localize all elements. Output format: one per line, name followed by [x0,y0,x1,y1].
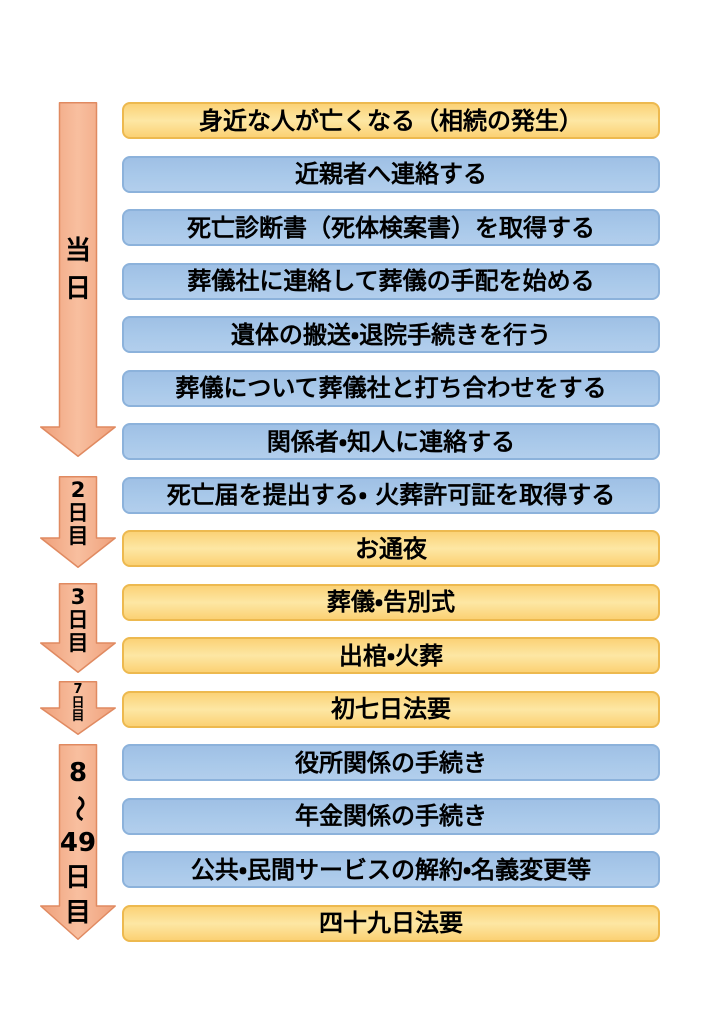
arrow-label-line: 日 [64,863,91,893]
arrow-label-line: 7 [73,682,83,697]
arrow-label-line: 目 [71,709,85,724]
step-bar-3: 死亡診断書（死体検案書）を取得する [122,209,660,246]
arrow-label-line: 目 [67,524,89,548]
step-label: 年金関係の手続き [295,802,487,830]
step-bar-11: 出棺・火葬 [122,637,660,674]
step-list: 身近な人が亡くなる（相続の発生） 近親者へ連絡する死亡診断書（死体検案書）を取得す… [122,102,660,958]
step-bar-12: 初七日法要 [122,690,660,728]
arrow-label-line: 8 [68,758,88,788]
arrow-label-line: 49 [59,828,97,858]
step-label: 死亡診断書（死体検案書）を取得する [187,213,595,242]
timeline-arrow-label: 8 〜 49 日目 [40,756,116,931]
step-bar-14: 年金関係の手続き [122,797,660,835]
step-label: 葬儀・告別式 [326,588,456,616]
step-label: 初七日法要 [331,695,451,723]
step-bar-7: 関係者・知人に連絡する [122,423,660,460]
step-label: 近親者へ連絡する [295,160,487,188]
arrow-label-line: 日 [64,274,91,304]
down-arrow-icon [40,744,116,940]
step-bar-1: 身近な人が亡くなる（相続の発生） [122,102,660,139]
timeline-arrow-same-day: 当日 [40,102,116,457]
step-label: 公共・民間サービスの解約・名義変更等 [190,855,592,884]
step-label: お通夜 [355,534,427,563]
arrow-label-line: 3 [70,585,86,609]
step-label: 役所関係の手続き [295,748,487,777]
step-label: 葬儀社に連絡して葬儀の手配を始める [187,267,595,295]
step-label: 身近な人が亡くなる（相続の発生） [199,106,583,135]
down-arrow-icon [40,681,116,735]
step-label: 四十九日法要 [319,909,463,937]
arrow-label-line: 当 [64,236,91,266]
step-label: 関係者・知人に連絡する [266,427,516,456]
arrow-label-line: 目 [67,631,89,655]
step-bar-8: 死亡届を提出する・ 火葬許可証を取得する [122,476,660,514]
arrow-label-line: 2 [70,478,86,502]
step-bar-13: 役所関係の手続き [122,744,660,781]
down-arrow-icon [40,583,116,673]
down-arrow-icon [40,102,116,457]
step-bar-15: 公共・民間サービスの解約・名義変更等 [122,851,660,888]
timeline-arrow-label: 当日 [40,232,116,308]
timeline-arrow-days-8-49: 8 〜 49 日目 [40,744,116,940]
step-bar-10: 葬儀・告別式 [122,583,660,621]
step-bar-9: お通夜 [122,530,660,567]
step-bar-4: 葬儀社に連絡して葬儀の手配を始める [122,262,660,300]
step-label: 遺体の搬送・退院手続きを行う [230,320,552,349]
step-label: 葬儀について葬儀社と打ち合わせをする [175,374,607,402]
arrow-label-line: 日 [71,695,85,711]
step-bar-2: 近親者へ連絡する [122,155,660,193]
step-label: 出棺・火葬 [338,641,444,670]
down-arrow-icon [40,476,116,568]
step-bar-16: 四十九日法要 [122,904,660,942]
arrow-label-line: 日 [67,501,89,525]
arrow-label-line: 日 [67,608,89,632]
step-bar-5: 遺体の搬送・退院手続きを行う [122,316,660,353]
step-bar-6: 葬儀について葬儀社と打ち合わせをする [122,369,660,407]
arrow-label-line: 〜 [63,795,94,822]
step-label: 死亡届を提出する・ 火葬許可証を取得する [166,481,616,509]
arrow-label-line: 目 [64,898,91,928]
